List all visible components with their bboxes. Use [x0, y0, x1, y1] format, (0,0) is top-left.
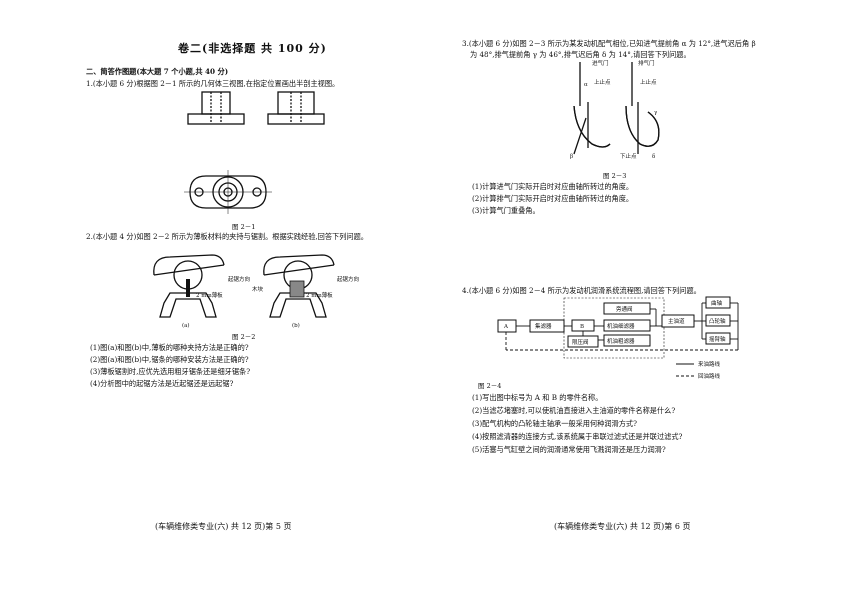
section-heading: 二、简答作图题(本大题 7 个小题,共 40 分): [86, 67, 229, 76]
camshaft-label: 凸轮轴: [709, 317, 726, 325]
filter-group-outline: [563, 297, 665, 359]
question-2: 2.(本小题 4 分)如图 2－2 所示为薄板材料的夹持与锯割。根据实践经验,回…: [86, 232, 368, 241]
section-title: 卷二(非选择题 共 100 分): [178, 42, 327, 55]
front-view: [187, 91, 245, 125]
q4-item-3: (3)配气机构的凸轮轴主轴承一般采用何种润滑方式?: [472, 419, 637, 428]
q3-item-3: (3)计算气门重叠角。: [472, 206, 540, 215]
bdc-label: 下止点: [620, 152, 637, 160]
relief-valve-label: 限压阀: [572, 338, 589, 346]
fine-filter-label: 机油细滤器: [607, 322, 635, 330]
figure-2-2-caption: 图 2－2: [232, 333, 256, 341]
q2-item-3: (3)薄板锯割时,应优先选用粗牙锯条还是细牙锯条?: [90, 367, 251, 376]
exhaust-cam: 排气门 上止点 下止点 δ γ: [620, 59, 660, 160]
question-3-line-2: 为 48°,排气提前角 γ 为 46°,排气迟后角 δ 为 14°,请回答下列问…: [470, 50, 691, 59]
tdc-right-label: 上止点: [640, 78, 657, 86]
intake-valve-label: 进气门: [592, 59, 609, 67]
strainer-label: 集滤器: [535, 322, 552, 330]
alpha-label: α: [584, 82, 588, 88]
relief-valve-box: [567, 335, 599, 348]
figure-2-2-label-a: (a): [182, 322, 190, 329]
legend-supply-label: 来油路线: [698, 360, 721, 368]
rocker-shaft-box: [705, 332, 731, 345]
beta-label: β: [570, 154, 573, 160]
tdc-left-label: 上止点: [594, 78, 611, 86]
q2-item-1: (1)图(a)和图(b)中,薄板的哪种夹持方法是正确的?: [90, 343, 249, 352]
crankshaft-label: 曲轴: [711, 299, 723, 307]
figure-2-1-caption: 图 2－1: [232, 223, 256, 231]
part-a-box: [497, 319, 517, 333]
q3-item-1: (1)计算进气门实际开启时对应曲轴所转过的角度。: [472, 182, 634, 191]
gamma-label: γ: [654, 110, 658, 116]
bypass-valve-label: 旁通阀: [616, 305, 633, 313]
question-4: 4.(本小题 6 分)如图 2－4 所示为发动机润滑系统流程图,请回答下列问题。: [462, 286, 701, 295]
board-label-b: 2 mm薄板: [306, 291, 333, 299]
figure-2-1: [184, 91, 325, 214]
left-page-footer: (车辆维修类专业(六) 共 12 页)第 5 页: [155, 522, 292, 531]
side-view: [267, 91, 325, 125]
q2-item-4: (4)分析图中的起锯方法是近起锯还是远起锯?: [90, 379, 234, 388]
q4-item-1: (1)写出图中标号为 A 和 B 的零件名称。: [472, 393, 603, 402]
q3-item-2: (2)计算排气门实际开启时对应曲轴所转过的角度。: [472, 194, 634, 203]
right-page-footer: (车辆维修类专业(六) 共 12 页)第 6 页: [554, 522, 691, 531]
figure-2-4-caption: 图 2－4: [478, 382, 502, 390]
coarse-filter-label: 机油粗滤器: [607, 337, 635, 345]
rocker-shaft-label: 摇臂轴: [709, 335, 726, 343]
hacksaw-b: 起锯方向 2 mm薄板 木块 (b): [252, 254, 359, 329]
exhaust-valve-label: 排气门: [638, 59, 655, 67]
q4-item-4: (4)按照滤清器的连接方式,该系统属于串联过滤式还是并联过滤式?: [472, 432, 683, 441]
saw-direction-a: 起锯方向: [228, 275, 250, 283]
crankshaft-box: [705, 296, 731, 309]
intake-cam: 进气门 上止点 α β: [570, 59, 611, 160]
figure-2-2-label-b: (b): [292, 322, 300, 329]
fine-filter-box: [603, 319, 651, 332]
question-3-line-1: 3.(本小题 6 分)如图 2－3 所示为某发动机配气相位,已知进气提前角 α …: [462, 39, 756, 48]
bypass-valve-box: [603, 302, 651, 315]
question-1: 1.(本小题 6 分)根据图 2－1 所示的几何体三视图,在指定位置画出半剖主视…: [86, 79, 340, 88]
part-a-label: A: [503, 324, 509, 330]
q4-item-5: (5)活塞与气缸壁之间的润滑通常使用飞溅润滑还是压力润滑?: [472, 445, 666, 454]
figure-2-4: A 集滤器 B 限压阀 旁通阀 机油细滤器 机油粗滤器 主油道 曲轴 凸轮轴 摇…: [497, 296, 739, 380]
figure-2-3: 进气门 上止点 α β 排气门 上止点 下止点 δ γ: [570, 59, 660, 160]
q4-item-2: (2)当滤芯堵塞时,可以使机油直接进入主油道的零件名称是什么?: [472, 406, 676, 415]
strainer-box: [529, 319, 565, 333]
saw-direction-b: 起锯方向: [337, 275, 359, 283]
q2-item-2: (2)图(a)和图(b)中,锯条的哪种安装方法是正确的?: [90, 355, 249, 364]
wood-block-label: 木块: [252, 285, 264, 293]
board-label-a: 2 mm薄板: [196, 291, 223, 299]
legend-return-label: 回油路线: [698, 372, 721, 380]
top-view: [184, 170, 272, 214]
part-b-box: [571, 319, 595, 332]
figure-2-3-caption: 图 2－3: [603, 172, 627, 180]
hacksaw-a: 起锯方向 2 mm薄板 (a): [153, 254, 250, 329]
main-gallery-label: 主油道: [668, 317, 685, 325]
coarse-filter-box: [603, 334, 651, 347]
main-gallery-box: [661, 314, 695, 328]
part-b-label: B: [580, 324, 584, 330]
figure-2-2: 起锯方向 2 mm薄板 (a) 起锯方向 2 mm薄板 木块 (b): [153, 254, 359, 329]
delta-label: δ: [652, 154, 656, 160]
camshaft-box: [705, 314, 731, 327]
